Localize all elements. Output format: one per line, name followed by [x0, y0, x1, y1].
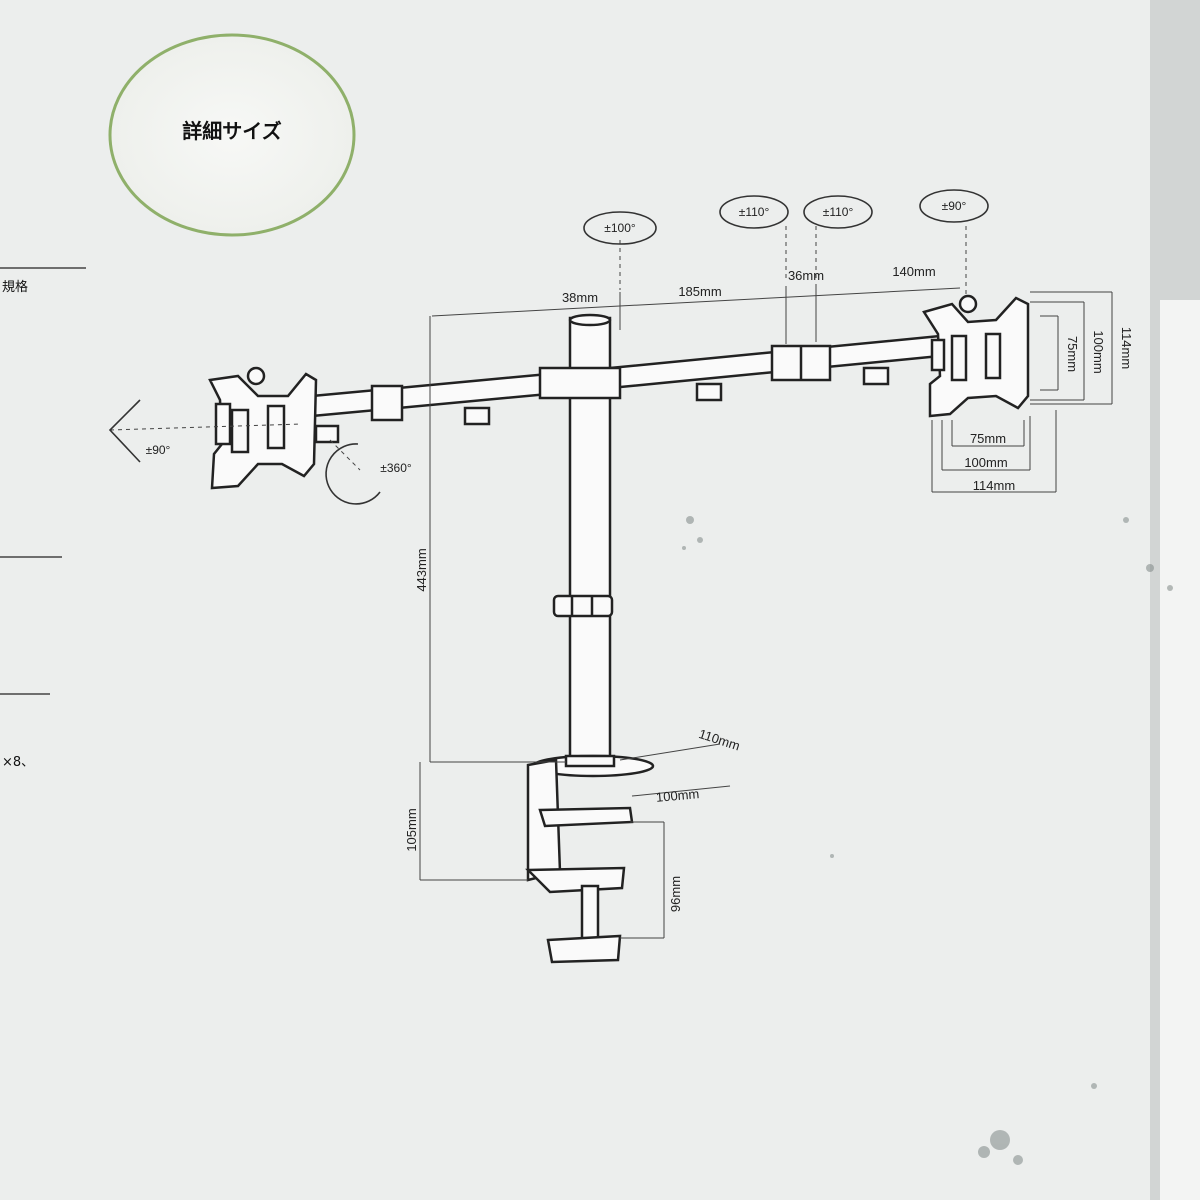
side-label-top: 規格	[2, 279, 28, 295]
desk-clamp	[525, 754, 634, 964]
angle-arm-joint-left: ±110°	[739, 205, 770, 219]
angle-right-screen: ±90°	[942, 199, 967, 213]
side-label-bottom: ×8、	[2, 755, 34, 770]
right-paper-edge	[1160, 300, 1200, 1200]
heading-badge: 詳細サイズ	[108, 33, 356, 237]
angle-pole-joint: ±100°	[604, 221, 636, 235]
dim-arm-end: 140mm	[892, 264, 935, 279]
dim-pole-height: 443mm	[414, 548, 429, 591]
heading-text: 詳細サイズ	[182, 119, 281, 143]
dim-arm-segment: 185mm	[678, 284, 721, 299]
dim-vesa-w-100: 100mm	[964, 455, 1007, 470]
dim-clamp-height: 105mm	[404, 808, 419, 851]
angle-labels: ±100° ±110° ±110° ±90° ±90° ±360°	[146, 199, 967, 475]
rotation-indicators	[108, 189, 989, 505]
dim-clamp-width: 100mm	[655, 786, 700, 805]
right-vesa-plate	[922, 294, 1030, 418]
dim-vesa-h-100: 100mm	[1091, 330, 1106, 373]
dim-clamp-gap: 96mm	[668, 876, 683, 912]
angle-left-screen: ±90°	[146, 443, 171, 457]
dim-pole-diameter: 38mm	[562, 290, 598, 305]
dim-vesa-h-75: 75mm	[1065, 336, 1080, 372]
angle-arm-swivel: ±360°	[380, 461, 412, 475]
dim-vesa-w-114: 114mm	[973, 478, 1015, 493]
dimension-lines	[109, 226, 1113, 939]
dim-joint-width: 36mm	[788, 268, 824, 283]
dim-vesa-h-114: 114mm	[1119, 327, 1134, 369]
angle-arm-joint-right: ±110°	[823, 205, 854, 219]
dim-vesa-w-75: 75mm	[970, 431, 1006, 446]
paper-scuffs	[682, 516, 1173, 1165]
left-vesa-plate	[208, 366, 318, 490]
side-text: 規格 ×8、	[0, 267, 86, 770]
